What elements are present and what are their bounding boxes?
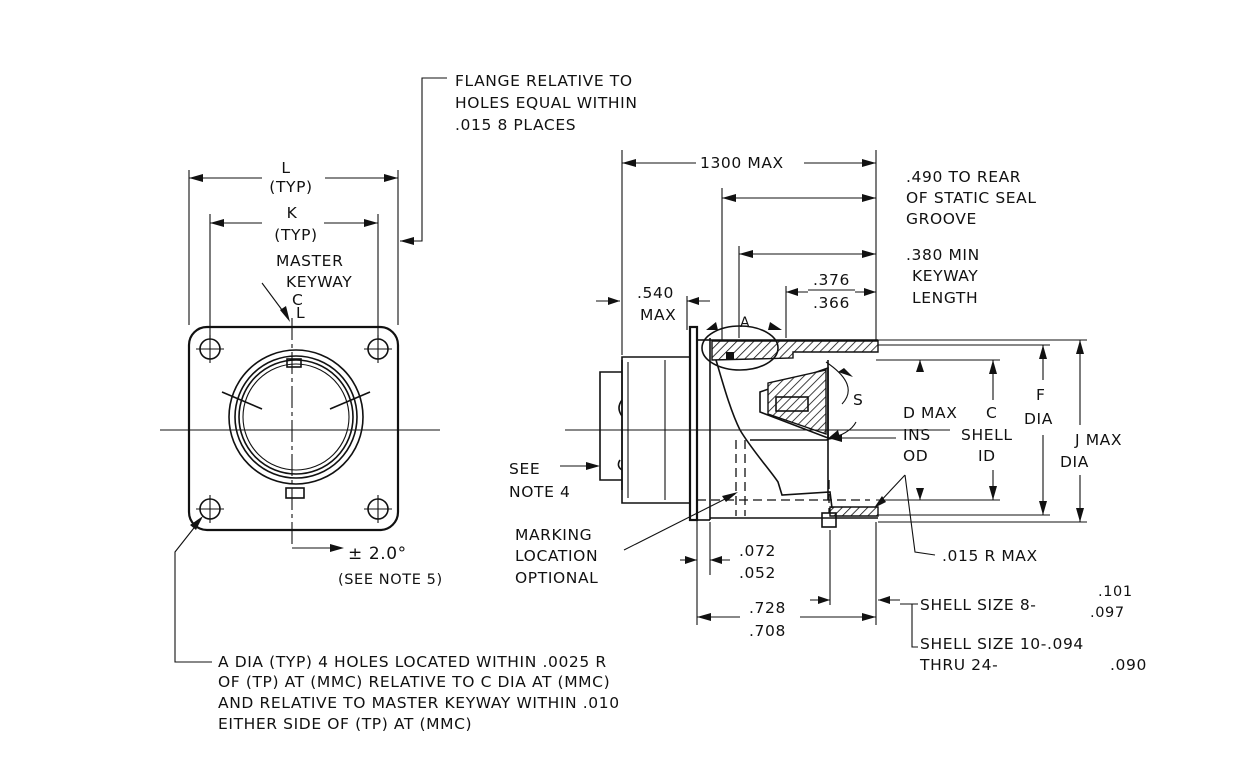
- thru-24: THRU 24-: [919, 656, 998, 674]
- angle-tolerance: ± 2.0°: [348, 544, 407, 564]
- holes-note-line-2: OF (TP) AT (MMC) RELATIVE TO C DIA AT (M…: [218, 673, 610, 691]
- f-label: F: [1036, 386, 1046, 404]
- flange-note-line-3: .015 8 PLACES: [455, 116, 576, 134]
- a-label: A: [740, 315, 750, 331]
- dim-072: .072: [739, 542, 776, 560]
- see-label: SEE: [509, 460, 540, 478]
- holes-note-line-3: AND RELATIVE TO MASTER KEYWAY WITHIN .01…: [218, 694, 620, 712]
- mounting-hole-br: [364, 495, 392, 523]
- shell-wall-top: [711, 340, 879, 361]
- mount-flange: [688, 325, 699, 522]
- flange-note: FLANGE RELATIVE TO HOLES EQUAL WITHIN .0…: [455, 72, 638, 134]
- dim-376: .376: [813, 271, 850, 289]
- flange-note-line-1: FLANGE RELATIVE TO: [455, 72, 633, 90]
- inner-ring: [238, 359, 354, 475]
- holes-note: A DIA (TYP) 4 HOLES LOCATED WITHIN .0025…: [218, 653, 620, 733]
- see-note-5: (SEE NOTE 5): [338, 572, 443, 588]
- static-seal-1: .490 TO REAR: [906, 168, 1021, 186]
- inner-ring-2: [242, 363, 350, 471]
- holes-note-line-4: EITHER SIDE OF (TP) AT (MMC): [218, 715, 472, 733]
- dim-k-label: K: [287, 204, 298, 222]
- flange-note-line-2: HOLES EQUAL WITHIN: [455, 94, 638, 112]
- optional-label: OPTIONAL: [515, 569, 598, 587]
- location-label: LOCATION: [515, 547, 598, 565]
- front-view: L (TYP) K (TYP) MASTER KEYWAY C L ± 2.0°…: [160, 77, 447, 663]
- mounting-hole-tr: [364, 335, 392, 363]
- outer-ring-inner: [234, 355, 358, 479]
- id-label: ID: [978, 447, 996, 465]
- keyway-len-1: .380 MIN: [906, 246, 980, 264]
- keyway-len-3: LENGTH: [912, 289, 978, 307]
- insert-section: [767, 369, 827, 435]
- master-label: MASTER: [276, 252, 343, 270]
- dim-366: .366: [813, 294, 850, 312]
- shell-size-8-lo: .097: [1090, 605, 1125, 621]
- dim-728: .728: [749, 599, 786, 617]
- bottom-keyway-notch: [285, 487, 305, 499]
- mounting-hole-tl: [196, 335, 224, 363]
- keyway-label: KEYWAY: [286, 273, 352, 291]
- marking-label: MARKING: [515, 526, 592, 544]
- shell-size-8: SHELL SIZE 8-: [920, 596, 1037, 614]
- ins: INS: [903, 426, 931, 444]
- dim-052: .052: [739, 564, 776, 582]
- dim-1300-max: 1300 MAX: [700, 154, 784, 172]
- dim-l-label: L: [281, 159, 290, 177]
- shell-wall-bottom: [829, 506, 879, 517]
- holes-note-line-1: A DIA (TYP) 4 HOLES LOCATED WITHIN .0025…: [218, 653, 607, 671]
- s-label: S: [853, 391, 863, 409]
- shell-label: SHELL: [961, 426, 1013, 444]
- mounting-hole-bl: [196, 495, 224, 523]
- d-max: D MAX: [903, 404, 957, 422]
- dim-540-max: MAX: [640, 306, 676, 324]
- dim-k-typ: (TYP): [274, 226, 317, 244]
- master-keyway-notch: [286, 358, 302, 368]
- keyway-len-2: KEYWAY: [912, 267, 978, 285]
- shell-size-10: SHELL SIZE 10-.094: [920, 635, 1084, 653]
- dim-708: .708: [749, 622, 786, 640]
- shell-size-8-hi: .101: [1098, 584, 1133, 600]
- j-max: J MAX: [1074, 431, 1122, 449]
- note-4: NOTE 4: [509, 483, 570, 501]
- cl-c: C: [292, 291, 303, 309]
- dim-l-typ: (TYP): [269, 178, 312, 196]
- thru-24-value: .090: [1110, 656, 1147, 674]
- od: OD: [903, 447, 928, 465]
- cl-l: L: [296, 304, 305, 322]
- c-label: C: [986, 404, 997, 422]
- j-dia: DIA: [1060, 453, 1089, 471]
- r-max: .015 R MAX: [942, 547, 1038, 565]
- static-seal-3: GROOVE: [906, 210, 977, 228]
- f-dia: DIA: [1024, 410, 1053, 428]
- flange-plate: [187, 325, 400, 532]
- static-seal-2: OF STATIC SEAL: [906, 189, 1037, 207]
- outer-ring: [228, 349, 364, 485]
- dim-540: .540: [637, 284, 674, 302]
- side-view: A 1300 MAX .490 TO REAR OF STATIC SEAL G…: [509, 150, 1147, 674]
